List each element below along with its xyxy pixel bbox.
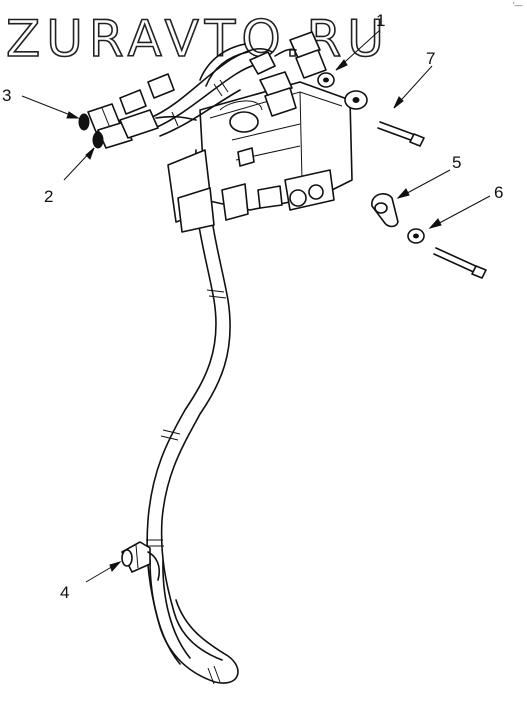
top-connectors <box>119 31 327 115</box>
callout-3: 3 <box>2 86 11 105</box>
washer-7 <box>344 90 368 110</box>
branch-connector <box>121 541 161 581</box>
callout-2: 2 <box>44 187 53 206</box>
bolt-7 <box>377 121 425 147</box>
bolt-6 <box>433 247 487 279</box>
control-module <box>167 71 353 233</box>
plug-connector-2 <box>92 109 197 149</box>
watermark-text: ZURAVTO.RU <box>6 10 390 68</box>
callout-5: 5 <box>452 153 461 172</box>
corner-mark: ′— <box>513 1 523 10</box>
callout-7: 7 <box>426 49 435 68</box>
nut-1 <box>317 72 335 88</box>
clamp-5 <box>371 193 399 228</box>
callout-labels: 1 2 3 4 5 6 7 <box>2 11 503 602</box>
callout-6: 6 <box>494 183 503 202</box>
callout-1: 1 <box>376 11 385 30</box>
wiring-harness <box>146 149 239 685</box>
callout-leaders <box>21 29 491 583</box>
callout-4: 4 <box>60 583 69 602</box>
washer-6 <box>407 228 425 244</box>
